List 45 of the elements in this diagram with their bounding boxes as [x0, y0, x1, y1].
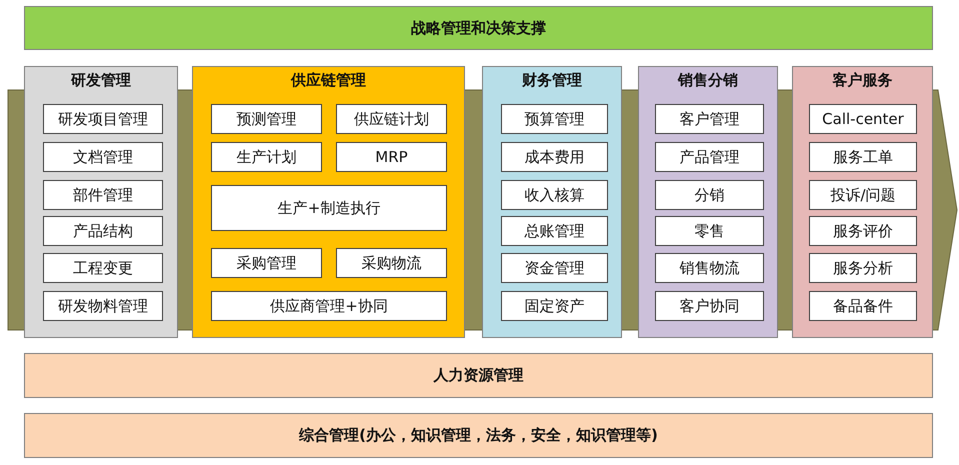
column-heading: 销售分销: [676, 71, 739, 90]
function-box: 成本费用: [501, 142, 608, 172]
function-box: 研发项目管理: [43, 104, 163, 134]
function-box: 产品管理: [655, 142, 764, 172]
module-column: [482, 66, 622, 338]
function-box: 部件管理: [43, 180, 163, 210]
function-box: 供应链计划: [336, 104, 447, 134]
function-box: 工程变更: [43, 253, 163, 283]
module-band: 人力资源管理: [24, 353, 933, 398]
function-box: 分销: [655, 180, 764, 210]
function-box: Call-center: [809, 104, 917, 134]
column-heading: 供应链管理: [290, 71, 367, 90]
function-box: 总账管理: [501, 216, 608, 246]
module-column: [638, 66, 778, 338]
function-box: 生产+制造执行: [211, 185, 447, 231]
module-band: 战略管理和决策支撑: [24, 6, 933, 50]
function-box: 采购物流: [336, 248, 447, 278]
function-box: 预算管理: [501, 104, 608, 134]
function-box: 采购管理: [211, 248, 322, 278]
function-box: MRP: [336, 142, 447, 172]
function-box: 研发物料管理: [43, 291, 163, 321]
function-box: 服务分析: [809, 253, 917, 283]
function-box: 固定资产: [501, 291, 608, 321]
function-box: 收入核算: [501, 180, 608, 210]
function-box: 生产计划: [211, 142, 322, 172]
function-box: 销售物流: [655, 253, 764, 283]
function-box: 备品备件: [809, 291, 917, 321]
function-box: 服务工单: [809, 142, 917, 172]
function-box: 文档管理: [43, 142, 163, 172]
module-column: [792, 66, 933, 338]
function-box: 客户管理: [655, 104, 764, 134]
function-box: 客户协同: [655, 291, 764, 321]
function-box: 供应商管理+协同: [211, 291, 447, 321]
function-box: 预测管理: [211, 104, 322, 134]
function-box: 服务评价: [809, 216, 917, 246]
function-box: 零售: [655, 216, 764, 246]
column-heading: 客户服务: [832, 71, 894, 90]
module-band: 综合管理(办公，知识管理，法务，安全，知识管理等): [24, 413, 933, 458]
column-heading: 财务管理: [521, 71, 583, 90]
function-box: 产品结构: [43, 216, 163, 246]
function-box: 资金管理: [501, 253, 608, 283]
column-heading: 研发管理: [70, 71, 132, 90]
module-column: [192, 66, 465, 338]
module-column: [24, 66, 178, 338]
function-box: 投诉/问题: [809, 180, 917, 210]
